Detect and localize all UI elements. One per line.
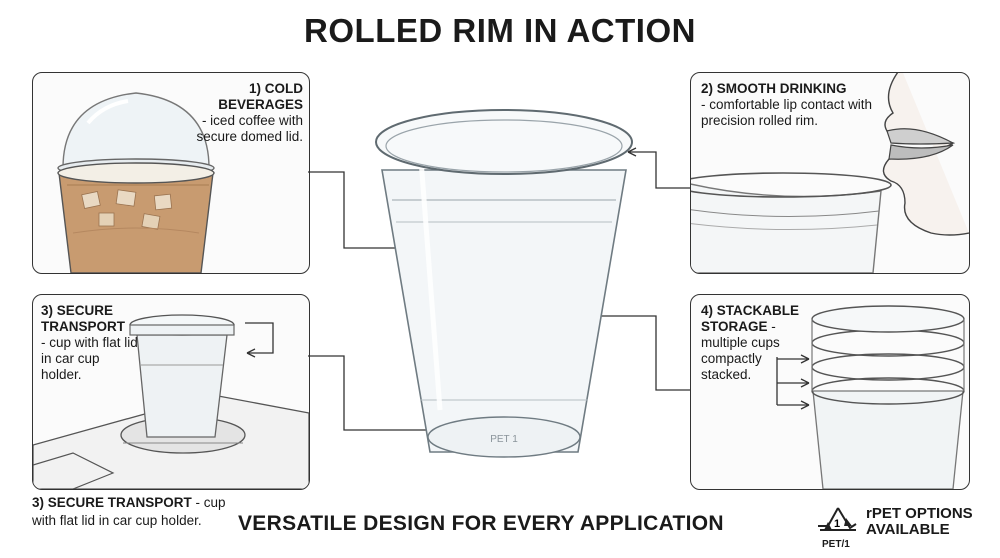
caption-secure-transport: 3) SECURE TRANSPORT - cup with flat lid …	[32, 494, 252, 530]
panel-2-desc: - comfortable lip contact with precision…	[701, 97, 873, 128]
panel-smooth-drinking: 2) SMOOTH DRINKING - comfortable lip con…	[690, 72, 970, 274]
connector-panel-1	[308, 171, 398, 249]
cup-base	[427, 416, 581, 458]
panel-3-desc: - cup with flat lid in car cup holder.	[41, 335, 138, 382]
recycle-label: PET/1	[822, 539, 850, 550]
rpet-note: rPET OPTIONS AVAILABLE	[866, 506, 973, 538]
cup-rolled-rim	[375, 109, 633, 175]
caption-heading: 3) SECURE TRANSPORT	[32, 495, 192, 510]
cup-body	[381, 169, 627, 453]
panel-2-heading: 2) SMOOTH DRINKING	[701, 81, 847, 96]
page-title: ROLLED RIM IN ACTION	[304, 12, 696, 49]
recycle-code: 1	[834, 518, 840, 530]
connector-panel-4	[596, 315, 690, 391]
footer-title: VERSATILE DESIGN FOR EVERY APPLICATION	[238, 512, 724, 535]
car-cup-holder-illustration	[33, 314, 309, 489]
panel-1-heading: 1) COLD BEVERAGES	[218, 81, 303, 112]
connector-panel-3	[308, 355, 430, 431]
rpet-line-2: AVAILABLE	[866, 521, 950, 538]
panel-secure-transport: 3) SECURE TRANSPORT - cup with flat lid …	[32, 294, 310, 490]
panel-3-heading: 3) SECURE TRANSPORT	[41, 303, 125, 334]
panel-stackable-storage: 4) STACKABLE STORAGE - multiple cups com…	[690, 294, 970, 490]
panel-cold-beverages: 1) COLD BEVERAGES - iced coffee with sec…	[32, 72, 310, 274]
stacked-cups-illustration	[776, 305, 965, 489]
rpet-line-1: rPET OPTIONS	[866, 505, 973, 522]
panel-4-heading: 4) STACKABLE STORAGE	[701, 303, 800, 334]
connector-panel-2	[628, 151, 690, 189]
cup-base-marks: PET 1	[490, 434, 518, 445]
iced-coffee-illustration	[57, 92, 215, 273]
caption-text: - cup with flat lid in car cup holder.	[32, 495, 226, 528]
panel-1-desc: - iced coffee with secure domed lid.	[196, 113, 303, 144]
panel-4-desc: - multiple cups compactly stacked.	[701, 319, 780, 382]
lips-rim-illustration	[691, 73, 969, 273]
